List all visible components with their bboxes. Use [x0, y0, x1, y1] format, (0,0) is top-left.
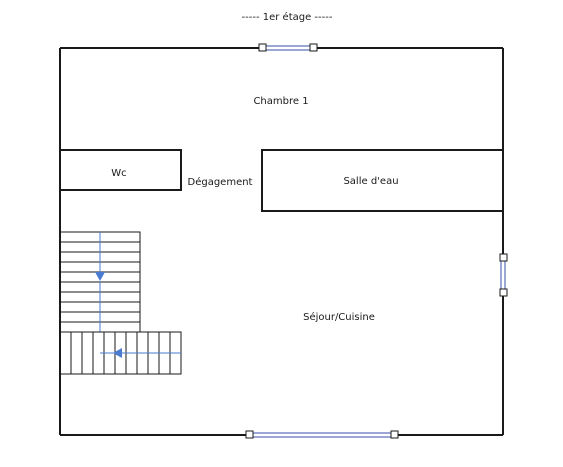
staircase	[59, 231, 182, 375]
stair-left-arrow-icon	[113, 348, 122, 358]
floor-title: ----- 1er étage -----	[242, 11, 333, 23]
room-label-salle-eau: Salle d'eau	[343, 176, 398, 187]
window-top	[258, 43, 318, 52]
stair-down-arrow-icon	[95, 272, 105, 281]
room-label-wc: Wc	[111, 168, 126, 179]
window-right	[499, 253, 508, 297]
wc-room	[59, 149, 182, 191]
room-label-degagement: Dégagement	[188, 176, 253, 188]
room-label-chambre: Chambre 1	[253, 96, 308, 107]
salle-eau-room	[261, 149, 504, 212]
room-label-sejour: Séjour/Cuisine	[303, 311, 375, 323]
window-bottom	[245, 430, 399, 439]
